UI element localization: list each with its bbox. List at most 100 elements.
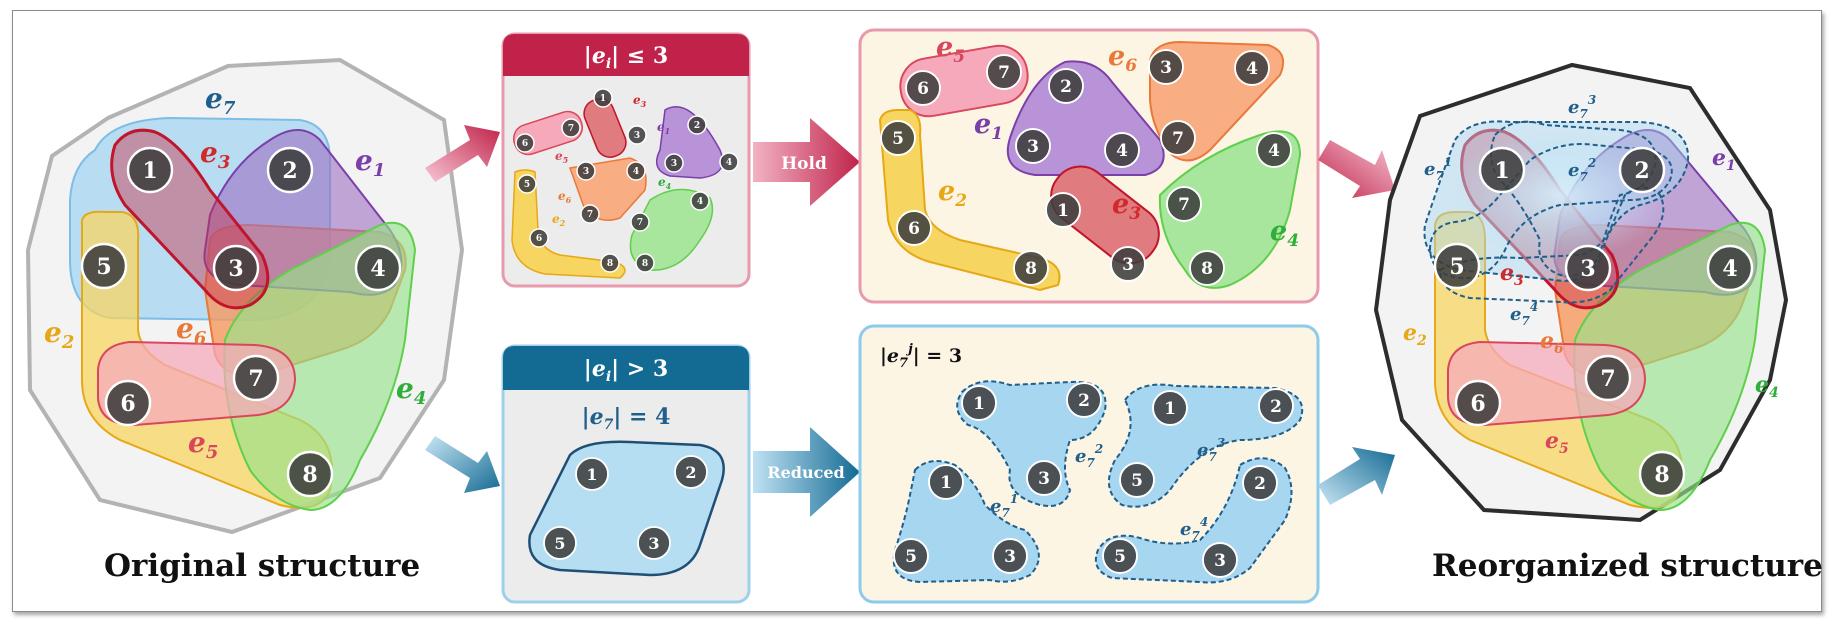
- node-label-2: 2: [1254, 474, 1266, 494]
- node-label-7: 7: [568, 124, 574, 134]
- node-label-1: 1: [1494, 158, 1509, 184]
- node-8: [1189, 250, 1225, 286]
- label-e7-original: e7: [205, 82, 236, 119]
- node-7: [1166, 186, 1202, 222]
- node-label-2: 2: [282, 158, 297, 184]
- node-label-1: 1: [940, 473, 952, 493]
- node-4: [1256, 132, 1292, 168]
- node-label-1: 1: [1057, 201, 1069, 221]
- node-4: [626, 161, 646, 181]
- node-label-6: 6: [536, 234, 542, 244]
- node-6: [1454, 379, 1502, 427]
- node-label-1: 1: [586, 465, 597, 484]
- node-label-8: 8: [1654, 462, 1669, 488]
- node-label-4: 4: [370, 256, 385, 282]
- node-4: [354, 244, 402, 292]
- node-3: [1015, 128, 1051, 164]
- node-3: [1148, 49, 1184, 85]
- hold-arrow: [753, 118, 860, 206]
- node-label-7: 7: [1178, 195, 1190, 215]
- node-label-3: 3: [648, 534, 659, 553]
- node-label-1: 1: [1164, 399, 1176, 419]
- node-3: [576, 161, 596, 181]
- node-label-8: 8: [1025, 259, 1037, 279]
- node-2: [1048, 68, 1084, 104]
- caption-reorganized: Reorganized structure: [1432, 548, 1823, 584]
- arrow-to-hold: [425, 125, 500, 182]
- reduced-arrow: [753, 427, 860, 517]
- node-label-3: 3: [583, 167, 589, 177]
- node-label-7: 7: [587, 210, 593, 220]
- node-label-8: 8: [1201, 259, 1213, 279]
- node-label-3: 3: [634, 131, 640, 141]
- node-label-3: 3: [1214, 551, 1226, 571]
- node-label-7: 7: [248, 366, 263, 392]
- node-label-5: 5: [905, 547, 917, 567]
- hyperedge-e4: [223, 221, 417, 512]
- node-label-2: 2: [1060, 77, 1072, 97]
- node-7: [561, 118, 581, 138]
- reduce-condition-title: |ei| > 3: [584, 356, 668, 385]
- node-label-5: 5: [1449, 254, 1464, 280]
- node-5: [80, 242, 128, 290]
- node-label-1: 1: [600, 94, 606, 104]
- node-1: [126, 146, 174, 194]
- node-label-3: 3: [228, 256, 243, 282]
- arrow-hold-to-right: [1318, 140, 1395, 198]
- node-1: [575, 457, 609, 491]
- node-3: [1202, 542, 1238, 578]
- node-label-6: 6: [917, 79, 929, 99]
- node-2: [687, 115, 707, 135]
- node-1: [1478, 146, 1526, 194]
- node-label-7: 7: [637, 218, 643, 228]
- node-label-3: 3: [1004, 547, 1016, 567]
- svg-text:e1: e1: [974, 109, 1003, 144]
- node-label-2: 2: [694, 121, 700, 131]
- reduced-arrow-label: Reduced: [767, 463, 844, 482]
- svg-text:e4: e4: [1755, 372, 1779, 401]
- node-label-4: 4: [1116, 141, 1128, 161]
- node-8: [635, 253, 655, 273]
- node-3: [637, 526, 671, 560]
- node-8: [1638, 450, 1686, 498]
- node-3: [1110, 246, 1146, 282]
- hold-arrow-label: Hold: [781, 154, 827, 174]
- subset-size-label: |e7j| = 3: [880, 342, 962, 371]
- node-4: [690, 191, 710, 211]
- node-label-1: 1: [142, 158, 157, 184]
- node-8: [600, 253, 620, 273]
- hold-condition-title: |ei| ≤ 3: [584, 43, 668, 72]
- node-1: [1045, 192, 1081, 228]
- node-3: [627, 125, 647, 145]
- node-1: [593, 88, 613, 108]
- node-label-5: 5: [554, 534, 565, 553]
- node-4: [719, 152, 739, 172]
- node-4: [1234, 50, 1270, 86]
- node-label-5: 5: [524, 180, 530, 190]
- node-1: [928, 464, 964, 500]
- node-label-5: 5: [1131, 471, 1143, 491]
- node-5: [543, 526, 577, 560]
- node-8: [286, 450, 334, 498]
- node-6: [104, 379, 152, 427]
- node-6: [515, 133, 535, 153]
- node-label-2: 2: [1270, 397, 1282, 417]
- node-label-7: 7: [1172, 129, 1184, 149]
- node-label-6: 6: [120, 391, 135, 417]
- node-8: [1013, 250, 1049, 286]
- node-4: [1706, 244, 1754, 292]
- node-label-4: 4: [697, 197, 703, 207]
- node-7: [630, 212, 650, 232]
- node-7: [232, 354, 280, 402]
- node-label-3: 3: [1580, 256, 1595, 282]
